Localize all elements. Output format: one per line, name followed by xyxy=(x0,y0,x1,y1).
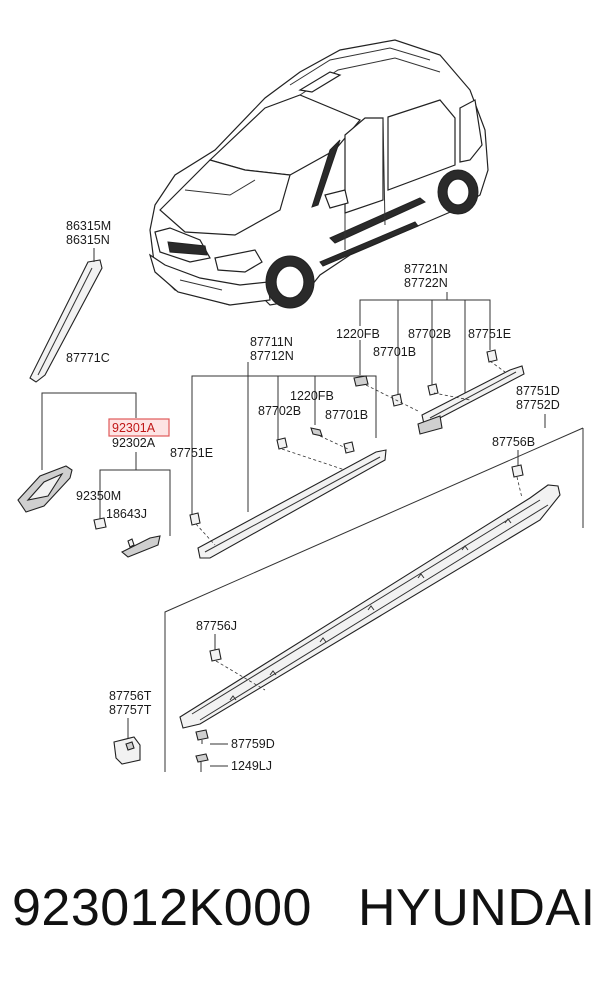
label-87702b-mid: 87702B xyxy=(258,404,301,418)
label-86315n: 86315N xyxy=(66,233,110,247)
clip-87756j xyxy=(209,648,222,662)
label-18643j: 18643J xyxy=(106,507,147,521)
label-1220fb-top: 1220FB xyxy=(336,327,380,341)
label-1249lj: 1249LJ xyxy=(231,759,272,773)
label-87721n: 87721N xyxy=(404,262,448,276)
screw-1249lj xyxy=(195,753,209,772)
rear-door-moulding xyxy=(417,365,525,435)
label-92301a: 92301A xyxy=(112,421,156,435)
highlight-box-92301a xyxy=(108,418,170,437)
label-87751e-left: 87751E xyxy=(170,446,213,460)
label-87756j: 87756J xyxy=(196,619,237,633)
label-92302a: 92302A xyxy=(112,436,156,450)
clips-top xyxy=(353,349,498,407)
label-87756t: 87756T xyxy=(109,689,152,703)
lamp-18643j xyxy=(121,535,161,558)
side-sill-moulding xyxy=(179,484,561,729)
label-87759d: 87759D xyxy=(231,737,275,751)
footer-brand: HYUNDAI xyxy=(358,879,596,937)
label-87751e-top: 87751E xyxy=(468,327,511,341)
label-87722n: 87722N xyxy=(404,276,448,290)
car-illustration xyxy=(148,39,489,309)
label-92350m: 92350M xyxy=(76,489,121,503)
label-87757t: 87757T xyxy=(109,703,152,717)
label-87711n: 87711N xyxy=(250,335,293,349)
label-87702b-top: 87702B xyxy=(408,327,451,341)
parts-diagram: 86315M 86315N 87771C 92301A 92302A 92350… xyxy=(17,39,584,773)
label-87701b-top: 87701B xyxy=(373,345,416,359)
footer-part-number: 923012K000 xyxy=(12,879,312,937)
label-87771c: 87771C xyxy=(66,351,110,365)
front-door-moulding xyxy=(197,449,387,559)
label-1220fb-mid: 1220FB xyxy=(290,389,334,403)
label-87701b-mid: 87701B xyxy=(325,408,368,422)
a-pillar-moulding xyxy=(29,259,103,383)
door-handle-cover xyxy=(17,465,73,513)
clips-middle xyxy=(189,427,355,526)
label-87751d: 87751D xyxy=(516,384,560,398)
label-87752d: 87752D xyxy=(516,398,560,412)
end-cap-87756t xyxy=(113,736,141,765)
clip-87756b xyxy=(511,464,524,478)
label-87756b: 87756B xyxy=(492,435,535,449)
label-86315m: 86315M xyxy=(66,219,111,233)
label-87712n: 87712N xyxy=(250,349,294,363)
clip-92350m xyxy=(93,517,107,530)
clip-87759d xyxy=(195,729,209,744)
